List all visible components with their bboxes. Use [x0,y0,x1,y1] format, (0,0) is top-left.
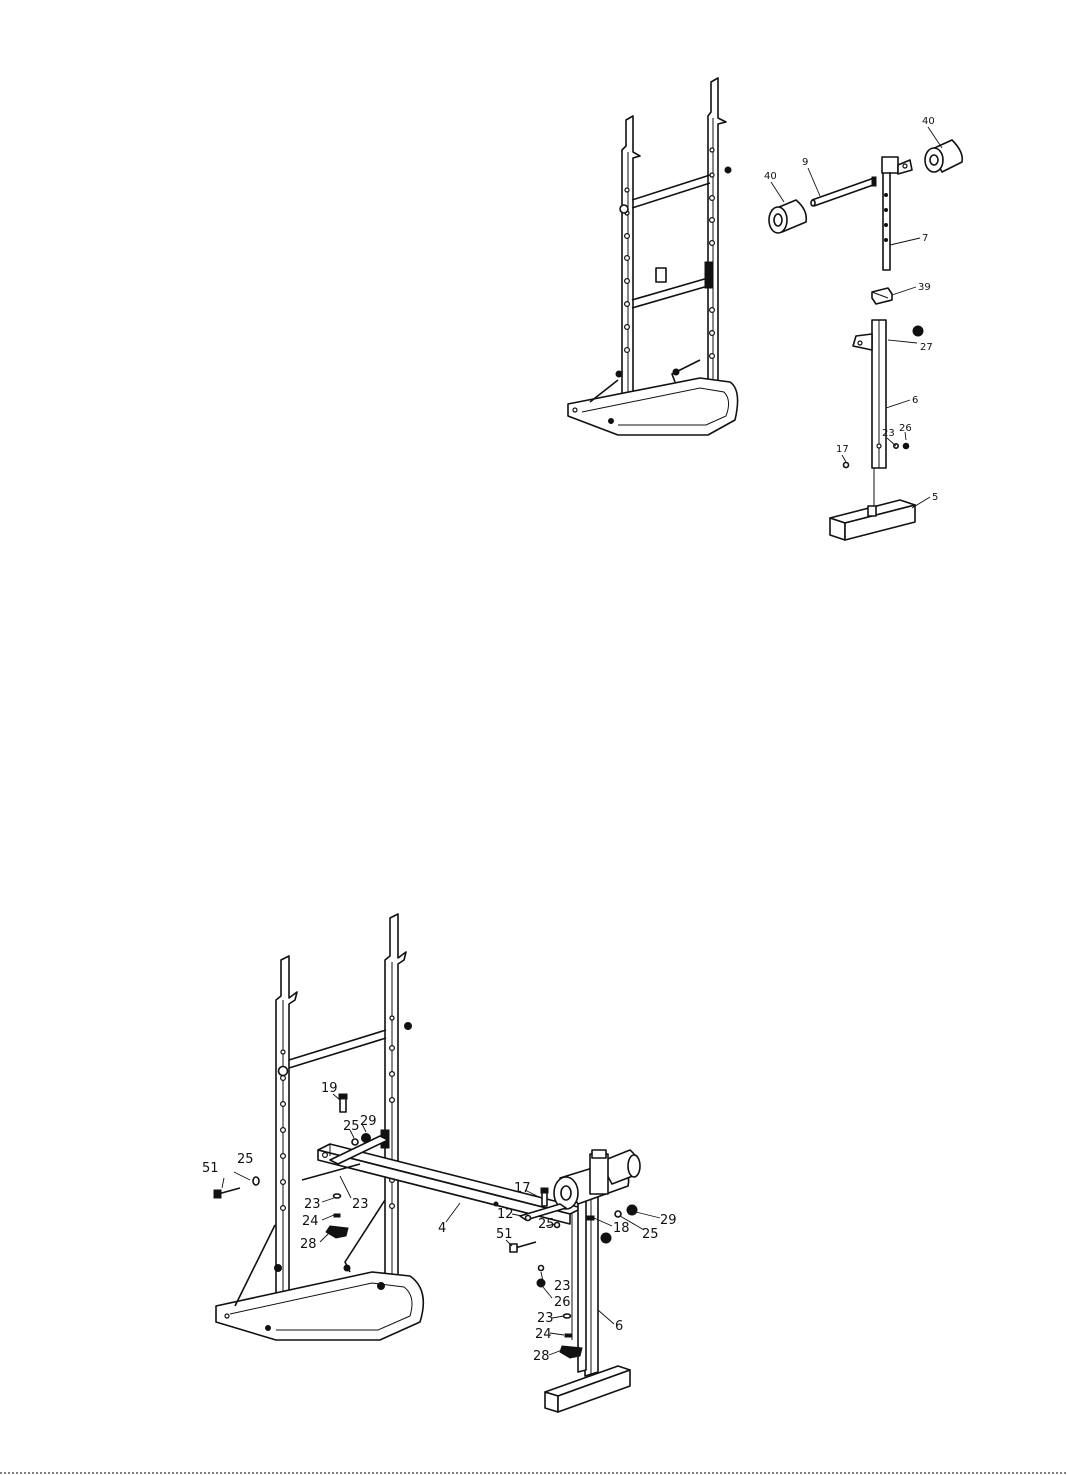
fig2-label-25-top: 25 [343,1119,360,1134]
fig2-label-25-right: 25 [642,1227,659,1242]
fig1-label-9: 9 [802,157,808,168]
fig1-label-5: 5 [932,492,938,503]
fig2-label-17: 17 [514,1181,531,1196]
fig2-label-23-lower: 23 [537,1311,554,1326]
fig2-label-19: 19 [321,1081,338,1096]
figure-1-labels: 40 9 40 7 39 27 6 23 26 17 5 [764,116,938,503]
fig2-label-29-top: 29 [360,1114,377,1129]
bench-frame-assembly-icon [214,914,640,1412]
fig2-label-28-left: 28 [300,1237,317,1252]
fig2-label-23-center: 23 [554,1279,571,1294]
fig1-label-23: 23 [882,428,895,439]
fig1-label-26: 26 [899,423,912,434]
fig1-label-40-left: 40 [764,171,777,182]
fig1-label-40-right: 40 [922,116,935,127]
fig2-label-25-left: 25 [237,1152,254,1167]
fig1-label-7: 7 [922,233,928,244]
fig1-label-39: 39 [918,282,931,293]
fig2-label-29-right: 29 [660,1213,677,1228]
fig1-label-27: 27 [920,342,933,353]
fig1-label-6: 6 [912,395,918,406]
fig2-label-28-lower: 28 [533,1349,550,1364]
squat-rack-frame-top [568,78,738,435]
fig2-label-18: 18 [613,1221,630,1236]
fig2-label-6: 6 [615,1319,623,1334]
fig2-label-23-left-a: 23 [304,1197,321,1212]
fig2-label-25-center: 25 [538,1217,555,1232]
leg-rest-assembly-exploded-icon [769,140,962,540]
fig1-label-17: 17 [836,444,849,455]
fig2-label-24-lower: 24 [535,1327,552,1342]
fig2-label-51-left: 51 [202,1161,219,1176]
fig2-label-4: 4 [438,1221,446,1236]
fig2-label-26: 26 [554,1295,571,1310]
fig2-label-23-left-b: 23 [352,1197,369,1212]
fig2-label-24-left: 24 [302,1214,319,1229]
fig2-label-12: 12 [497,1207,514,1222]
fig2-label-51-center: 51 [496,1227,513,1242]
